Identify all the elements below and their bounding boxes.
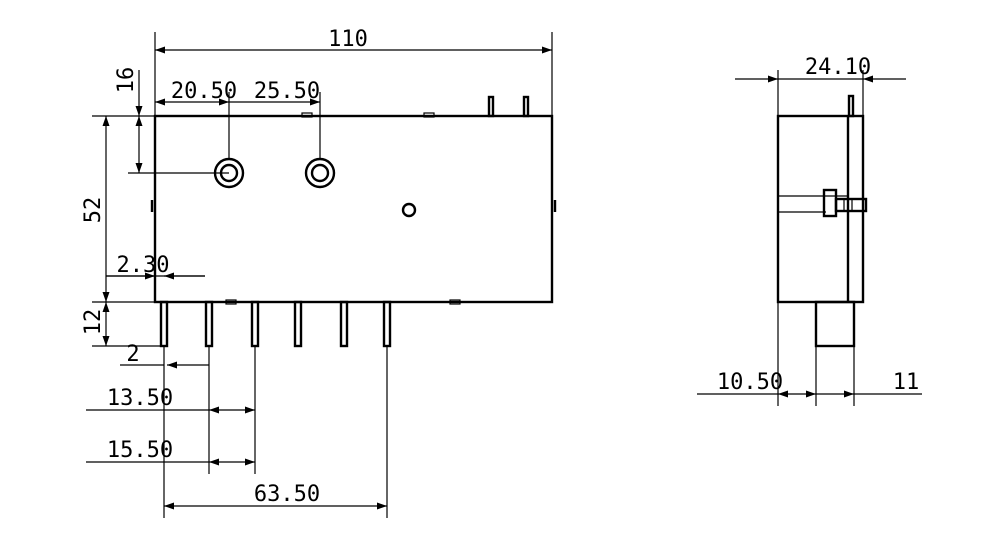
dim-pin-pitch-1-label: 13.50 [107,386,173,411]
bottom-pin-6 [382,300,392,348]
side-body-outline [776,114,865,304]
front-body-outline [153,114,554,304]
bottom-pin-1 [159,300,169,348]
side-top-pin [847,94,855,118]
dim-pin-span-label: 63.50 [254,482,320,507]
front-bottom-mark-2 [449,299,461,305]
dim-overall-length-label: 110 [328,27,368,52]
dim-body-height-label: 52 [81,197,106,224]
dim-body-height: 52 [81,116,155,303]
dim-pin-length: 12 [81,302,164,347]
front-bottom-mark-1 [225,299,237,305]
dim-side-width-label: 24.10 [805,55,871,80]
front-dimensions: 110 20.50 25.50 16 52 [81,27,553,518]
front-view [150,95,557,348]
front-top-pin-2 [522,95,530,118]
dim-pin-pitch-2-label: 15.50 [107,438,173,463]
mounting-hole-2 [304,157,336,189]
side-latch-tab [834,197,868,213]
dim-pin-pitch-1: 13.50 [86,386,255,414]
front-top-pin-1 [487,95,495,118]
dim-side-left-label: 10.50 [717,370,783,395]
dim-hole-spacing-1-label: 20.50 [171,79,237,104]
dim-top-offset-label: 16 [114,67,139,94]
dim-side-right-label: 11 [893,370,920,395]
front-top-mark-2 [423,112,435,118]
dim-pin-offset: 2 [120,342,209,369]
dim-pin-span: 63.50 [164,482,387,510]
side-bottom-pin [814,300,856,348]
indicator-dot [401,202,417,218]
bottom-pin-3 [250,300,260,348]
front-top-mark-1 [301,112,313,118]
dim-top-offset: 16 [92,67,229,174]
bottom-pin-5 [339,300,349,348]
dim-pin-length-label: 12 [81,309,106,336]
dim-side-bottom: 10.50 11 [697,302,922,406]
dim-side-width: 24.10 [735,55,906,116]
side-dimensions: 24.10 10.50 11 [697,55,922,406]
side-view [776,94,868,348]
dim-hole-spacing-2-label: 25.50 [254,79,320,104]
dim-overall-length: 110 [154,27,553,116]
dim-hole-spacing: 20.50 25.50 [155,79,321,159]
dim-pin-offset-label: 2 [126,342,139,367]
dim-pin-inset-label: 2.30 [117,253,170,278]
dim-pin-inset: 2.30 [106,253,205,280]
bottom-pin-4 [293,300,303,348]
dim-pin-pitch-2: 15.50 [86,438,255,466]
bottom-pin-2 [204,300,214,348]
